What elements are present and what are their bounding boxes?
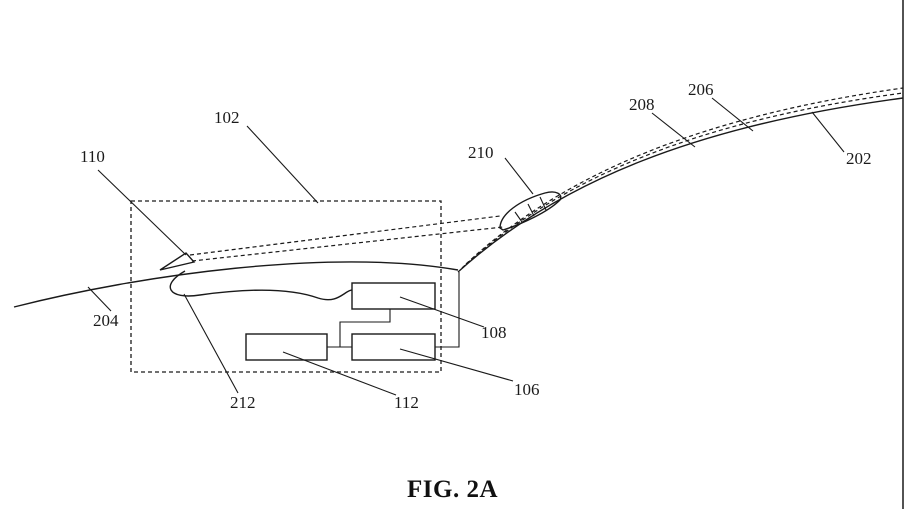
layer-curve-208 (465, 87, 904, 265)
dashed-link-upper (189, 215, 501, 256)
dashed-link-lower (191, 226, 504, 262)
ref-label-208: 208 (629, 95, 655, 114)
connector-108-106 (339, 309, 391, 347)
leader-line-110 (97, 169, 187, 256)
ref-label-106: 106 (514, 380, 540, 399)
surface-curve-204 (13, 261, 459, 308)
ref-label-204: 204 (93, 311, 119, 330)
connector-106-layer (435, 272, 460, 348)
component-box-106 (351, 333, 436, 361)
ref-label-212: 212 (230, 393, 256, 412)
ref-label-110: 110 (80, 147, 105, 166)
leader-line-210 (504, 157, 534, 195)
leader-line-208 (651, 112, 696, 148)
flex-circuit-212 (169, 270, 356, 301)
leader-line-212 (183, 293, 239, 394)
ref-label-210: 210 (468, 143, 494, 162)
leader-line-204 (87, 286, 112, 312)
leader-line-202 (811, 111, 845, 153)
leader-line-108 (399, 296, 485, 328)
element-210 (499, 191, 562, 231)
ref-label-112: 112 (394, 393, 419, 412)
figure-caption: FIG. 2A (407, 476, 498, 503)
leader-line-106 (399, 348, 514, 382)
ref-label-108: 108 (481, 323, 507, 342)
leader-line-206 (711, 97, 754, 132)
ref-label-102: 102 (214, 108, 240, 127)
sensor-element-110 (159, 252, 196, 271)
ref-label-202: 202 (846, 149, 872, 168)
ref-label-206: 206 (688, 80, 714, 99)
element-210-segment-c (539, 196, 547, 211)
layer-curve-202 (457, 97, 904, 273)
element-210-segment-a (514, 211, 523, 223)
element-210-segment-b (527, 203, 535, 217)
component-box-112 (245, 333, 328, 361)
leader-line-102 (246, 125, 319, 204)
dashed-enclosure-102 (130, 200, 442, 373)
leader-line-112 (282, 351, 397, 396)
layer-curve-206 (461, 92, 904, 269)
